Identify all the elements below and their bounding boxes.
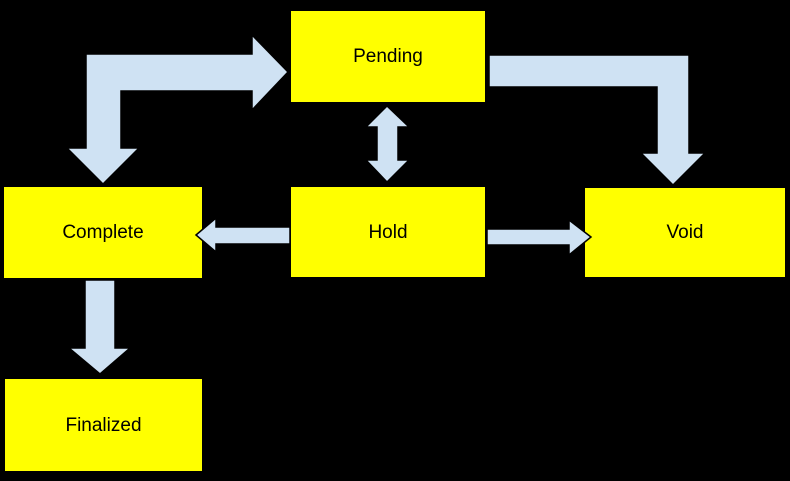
arrow-pending-to-void	[488, 54, 707, 187]
node-finalized-label: Finalized	[65, 414, 142, 436]
arrow-complete-to-finalized	[66, 279, 133, 375]
node-complete-label: Complete	[62, 222, 144, 243]
node-void: Void	[584, 187, 786, 278]
node-hold: Hold	[290, 186, 486, 278]
node-finalized: Finalized	[4, 378, 203, 472]
node-hold-label: Hold	[368, 221, 408, 243]
arrow-complete-pending	[65, 33, 290, 186]
arrow-pending-hold	[364, 104, 411, 184]
node-complete: Complete	[3, 186, 203, 279]
arrow-hold-to-void	[486, 218, 593, 257]
arrow-hold-to-complete	[194, 216, 291, 254]
node-pending: Pending	[290, 10, 486, 103]
node-pending-label: Pending	[353, 46, 423, 67]
node-void-label: Void	[666, 222, 704, 243]
